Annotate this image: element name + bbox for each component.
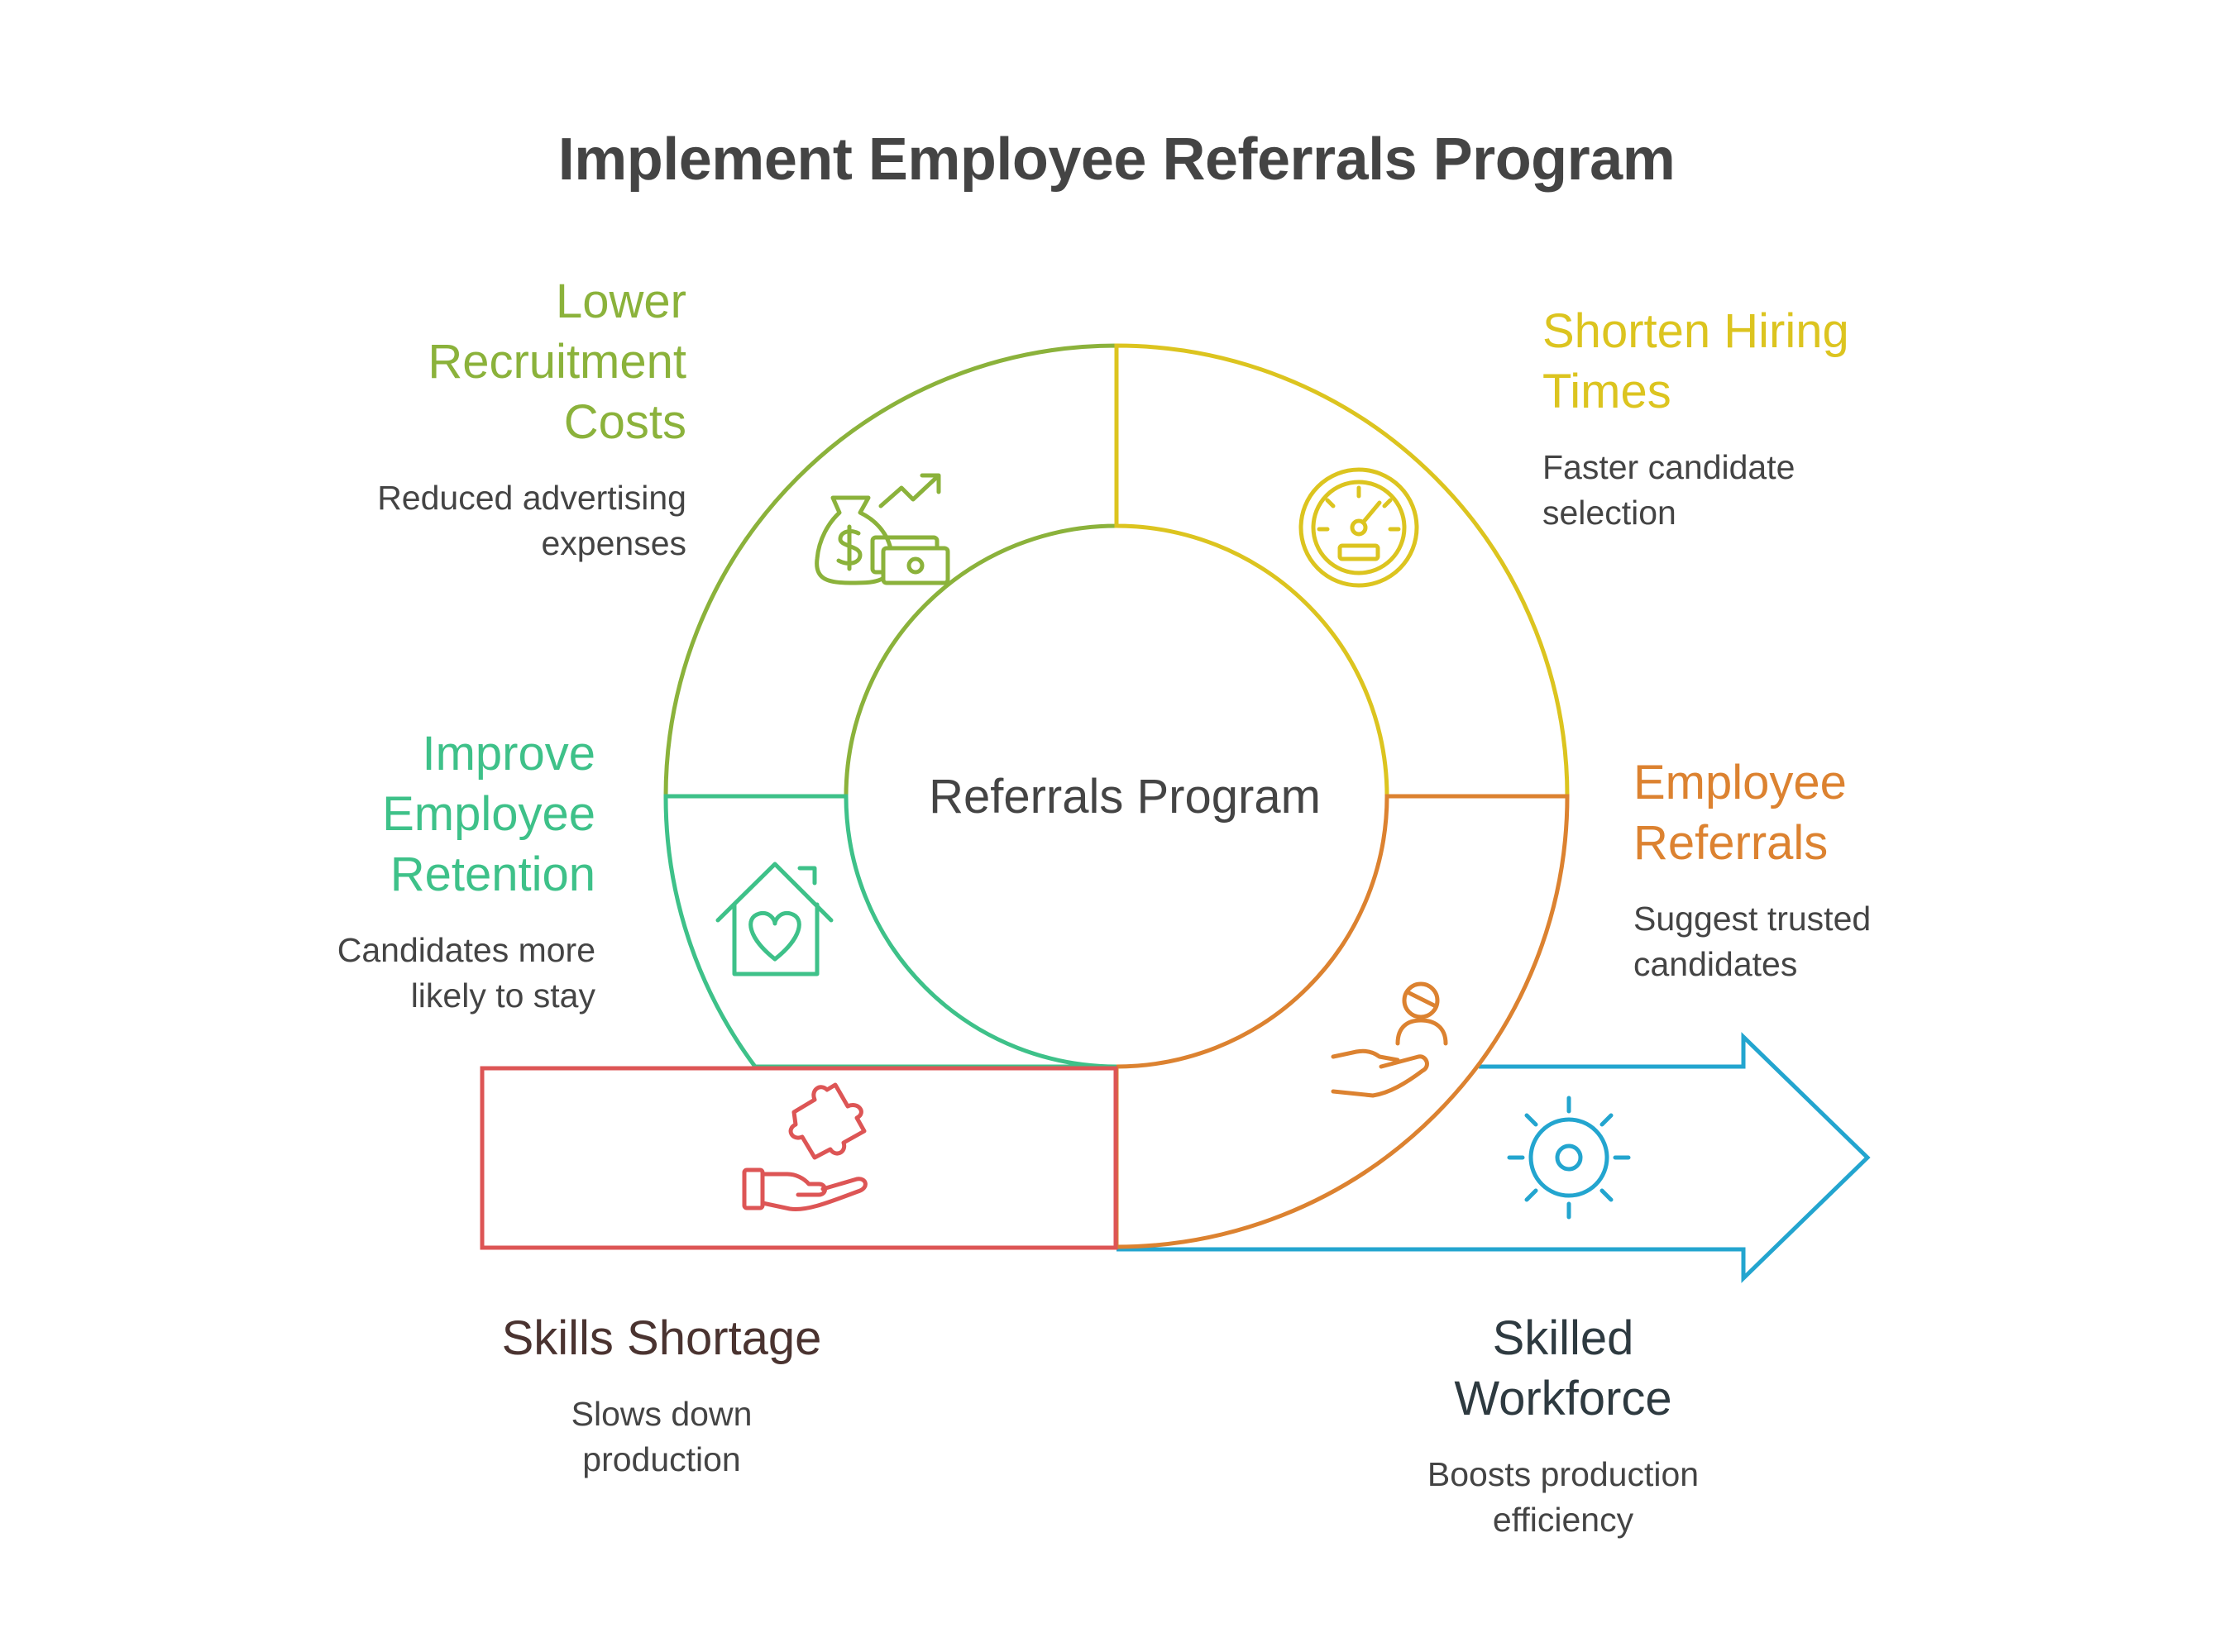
lower-costs-heading: Lower Recruitment Costs [248,271,686,452]
skilled-workforce-arrow [1116,1032,1871,1283]
skills-shortage-description-line: Slows down [571,1395,753,1433]
employee-referrals-description-line: Suggest trusted [1633,900,1872,938]
skilled-workforce-heading-line: Workforce [1454,1372,1672,1425]
shorten-hiring-heading-line: Times [1542,365,1671,418]
improve-retention-block: Improve Employee Retention Candidates mo… [207,723,595,1019]
skills-shortage-block: Skills Shortage Slows down production [438,1308,885,1483]
skilled-workforce-description-line: Boosts production [1427,1455,1700,1493]
money-bag-growth-icon [815,473,950,585]
improve-retention-heading-line: Improve [422,727,595,781]
skilled-workforce-heading-line: Skilled [1492,1311,1634,1365]
employee-referrals-heading-line: Referrals [1633,816,1829,870]
lower-costs-heading-line: Lower [556,275,686,328]
skilled-workforce-heading: Skilled Workforce [1340,1308,1786,1429]
gear-sun-icon [1507,1096,1631,1220]
center-label: Referrals Program [929,770,1321,824]
ring-segment-lower-costs [663,343,1119,799]
ring-segment-shorten-hiring [1114,343,1570,799]
improve-retention-description-line: likely to stay [410,976,595,1015]
lower-costs-heading-line: Costs [563,395,686,449]
hand-puzzle-icon [742,1082,868,1212]
ring-segment-improve-retention [663,794,1117,1069]
shorten-hiring-description-line: Faster candidate [1542,448,1795,486]
lower-costs-description-line: expenses [541,524,686,562]
shorten-hiring-description: Faster candidate selection [1542,445,2006,536]
improve-retention-heading: Improve Employee Retention [207,723,595,905]
skills-shortage-heading: Skills Shortage [438,1308,885,1368]
skilled-workforce-description-line: efficiency [1492,1501,1634,1539]
improve-retention-heading-line: Retention [390,847,595,901]
lower-costs-heading-line: Recruitment [428,335,686,389]
skilled-workforce-description: Boosts production efficiency [1340,1452,1786,1543]
employee-referrals-description-line: candidates [1633,945,1798,983]
improve-retention-description-line: Candidates more [337,931,595,969]
employee-referrals-heading-line: Employee [1633,756,1847,809]
shorten-hiring-block: Shorten Hiring Times Faster candidate se… [1542,301,2006,536]
employee-referrals-heading: Employee Referrals [1633,752,2080,873]
house-heart-icon [715,862,834,976]
skilled-workforce-block: Skilled Workforce Boosts production effi… [1340,1308,1786,1543]
employee-referrals-block: Employee Referrals Suggest trusted candi… [1633,752,2080,987]
skills-shortage-description: Slows down production [438,1392,885,1483]
ring-segment-employee-referrals [1114,794,1570,1249]
improve-retention-description: Candidates more likely to stay [207,928,595,1019]
speedometer-icon [1298,467,1419,588]
lower-costs-description: Reduced advertising expenses [248,475,686,566]
skills-shortage-box [480,1066,1118,1250]
shorten-hiring-heading-line: Shorten Hiring [1542,304,1849,358]
improve-retention-heading-line: Employee [382,787,595,841]
lower-costs-block: Lower Recruitment Costs Reduced advertis… [248,271,686,566]
diagram-title: Implement Employee Referrals Program [557,127,1676,193]
lower-costs-description-line: Reduced advertising [377,479,686,517]
employee-referrals-description: Suggest trusted candidates [1633,896,2080,987]
skills-shortage-heading-line: Skills Shortage [501,1311,822,1365]
shorten-hiring-description-line: selection [1542,494,1676,532]
shorten-hiring-heading: Shorten Hiring Times [1542,301,2006,422]
skills-shortage-description-line: production [582,1440,741,1478]
hand-offering-person-icon [1331,981,1448,1098]
